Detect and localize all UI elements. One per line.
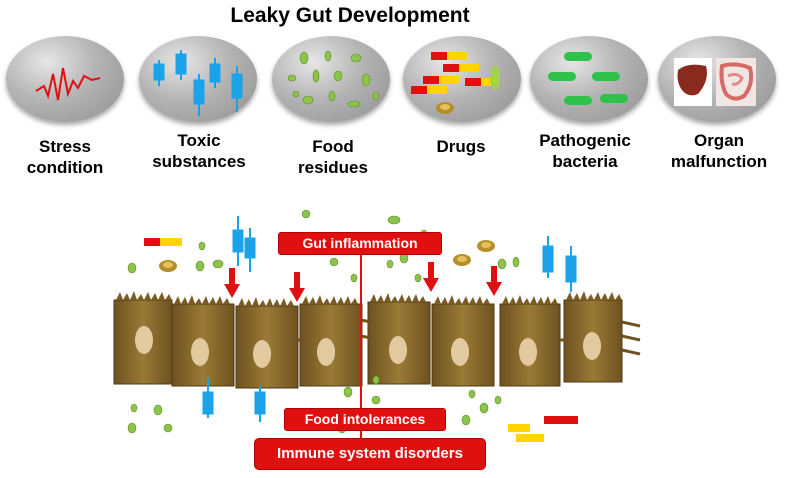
- food-particles: [127, 209, 520, 434]
- stress-wave-icon: [6, 36, 124, 122]
- epithelial-cell: [431, 295, 495, 387]
- food-particle-icon: [272, 36, 390, 122]
- epithelial-cell: [499, 295, 561, 387]
- factor-organ: [658, 36, 776, 126]
- breach-arrows: [224, 262, 502, 302]
- factor-label-organ: Organ malfunction: [670, 131, 768, 171]
- gut-inflammation-label: Gut inflammation: [278, 232, 442, 255]
- toxin-particles: [202, 216, 577, 422]
- factor-label-toxic: Toxic substances: [152, 131, 246, 171]
- epithelial-cell: [235, 297, 299, 389]
- toxin-icon: [139, 36, 257, 122]
- drug-pills: [159, 240, 495, 272]
- epithelial-cell: [563, 291, 623, 383]
- factor-label-bacteria: Pathogenic bacteria: [539, 131, 631, 171]
- factor-label-drugs: Drugs: [436, 137, 486, 156]
- factor-food: [272, 36, 390, 126]
- drug-capsule-icon: [403, 36, 521, 122]
- organ-icon: [658, 36, 776, 122]
- drug-capsules: [144, 238, 578, 442]
- bacteria-icon: [530, 36, 648, 122]
- factor-drugs: [403, 36, 521, 126]
- factor-toxic: [139, 36, 257, 126]
- diagram-title: Leaky Gut Development: [230, 4, 470, 27]
- factor-stress: [6, 36, 124, 126]
- epithelial-cell: [113, 291, 173, 385]
- epithelial-cell: [367, 293, 431, 385]
- immune-disorders-label: Immune system disorders: [254, 438, 486, 470]
- factor-label-stress: Stress condition: [26, 137, 104, 177]
- epithelial-cells: [113, 291, 641, 389]
- epithelial-cell: [299, 295, 363, 387]
- food-intolerances-label: Food intolerances: [284, 408, 446, 431]
- factor-label-food: Food residues: [298, 137, 368, 177]
- epithelial-cell: [171, 295, 235, 387]
- factor-bacteria: [530, 36, 648, 126]
